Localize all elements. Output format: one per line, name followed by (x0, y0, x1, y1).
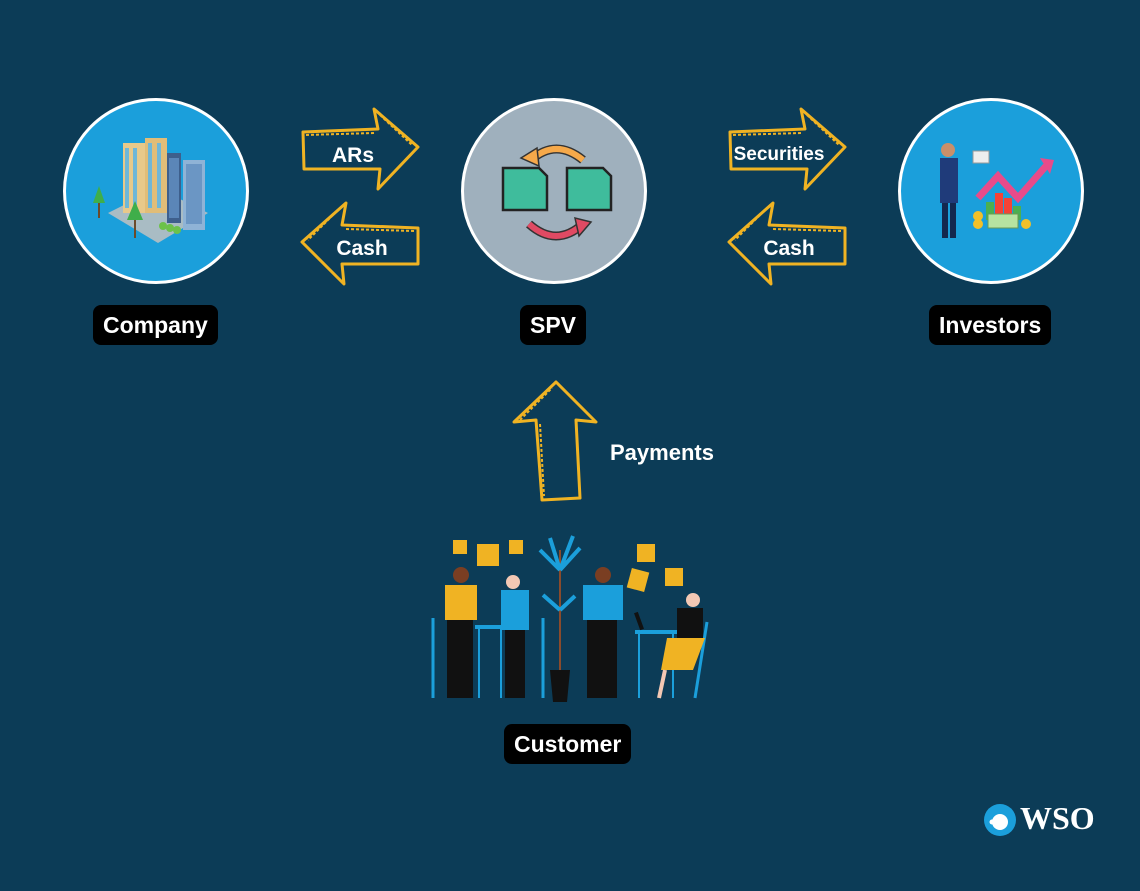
wso-logo-text: WSO (1020, 800, 1095, 836)
investor-chart-icon (940, 143, 1054, 238)
right-arrow-icon (301, 107, 420, 191)
customer-label: Customer (504, 724, 632, 764)
wso-logo-icon (984, 804, 1016, 836)
investors-label: Investors (929, 305, 1052, 345)
company-circle (63, 98, 249, 284)
flow-label-cash-investors: Cash (763, 237, 815, 260)
flow-label-payments: Payments (610, 440, 714, 465)
left-arrow-icon (727, 201, 847, 286)
document-exchange-icon (501, 144, 613, 241)
flow-label-ars: ARs (331, 144, 374, 167)
up-arrow-icon (512, 380, 598, 502)
company-label: Company (93, 305, 218, 345)
office-buildings-icon (93, 138, 208, 243)
right-arrow-icon (728, 107, 847, 191)
spv-label: SPV (520, 305, 587, 345)
office-people-icon (431, 535, 709, 702)
flow-label-securities: Securities (733, 144, 825, 165)
spv-circle (461, 98, 647, 284)
left-arrow-icon (300, 201, 420, 286)
flow-label-cash-company: Cash (336, 237, 388, 260)
investors-circle (898, 98, 1084, 284)
